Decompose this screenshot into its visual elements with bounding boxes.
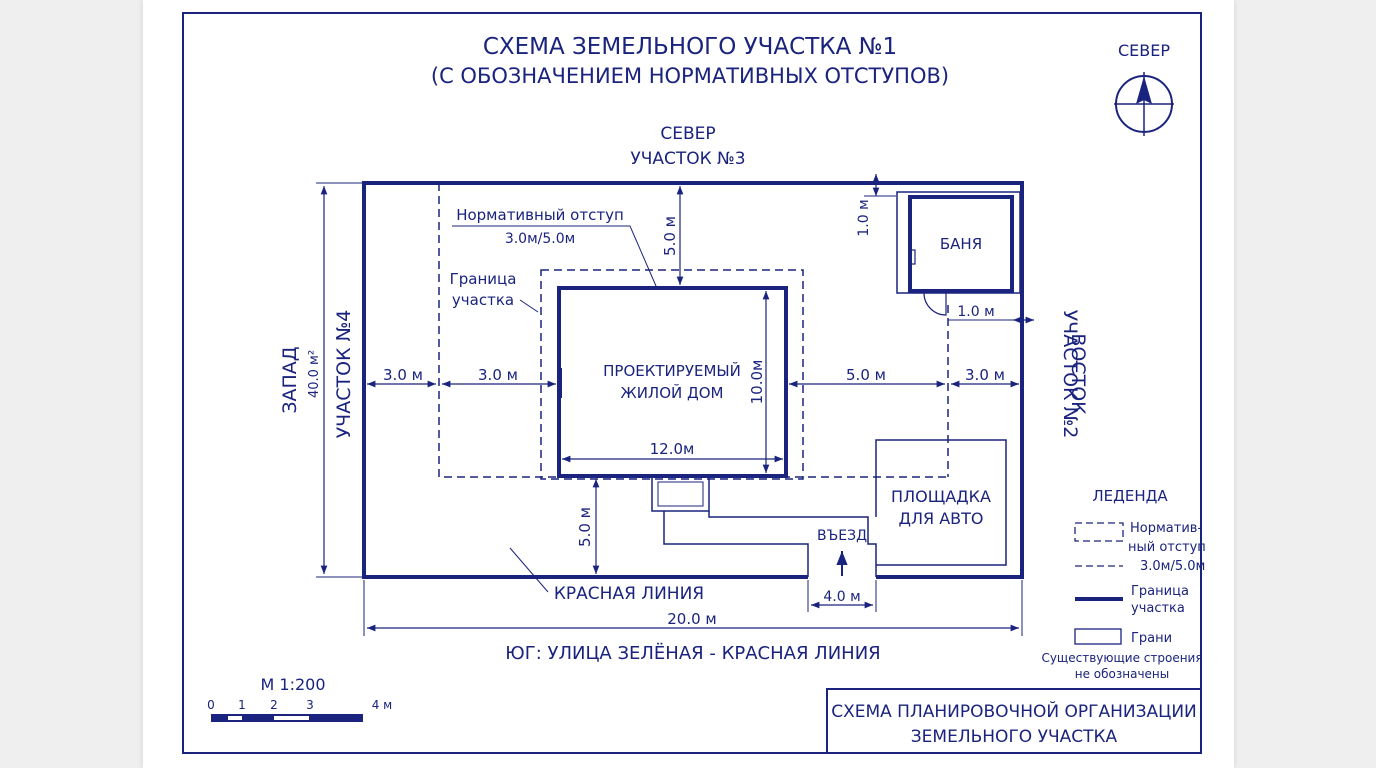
title-block-line-2: ЗЕМЕЛЬНОГО УЧАСТКА <box>911 727 1118 747</box>
dim-house-width-label: 12.0м <box>650 440 695 458</box>
dim-entry-width-label: 4.0 м <box>823 589 860 605</box>
boundary-callout-line-1: Граница <box>450 270 517 288</box>
house-label-line-1: ПРОЕКТИРУЕМЫЙ <box>603 361 741 380</box>
parking-label-line-2: ДЛЯ АВТО <box>898 509 983 528</box>
drawing-sheet: СХЕМА ЗЕМЕЛЬНОГО УЧАСТКА №1 (С ОБОЗНАЧЕН… <box>143 0 1234 768</box>
walkway-west <box>663 511 809 577</box>
legend-setback-symbol <box>1074 522 1124 542</box>
legend-setback-line-1: Норматив- <box>1130 521 1202 536</box>
legend-boundary-line-2: участка <box>1131 601 1185 616</box>
dim-east-setback-label: 3.0 м <box>965 366 1005 384</box>
legend-edges-symbol <box>1074 628 1122 645</box>
dim-house-east-gap-label: 5.0 м <box>846 366 886 384</box>
dim-plot-width-label: 20.0 м <box>667 610 716 628</box>
dim-house-depth-label: 10.0м <box>748 360 766 405</box>
legend-existing-line-2: не обозначены <box>1075 667 1170 681</box>
scale-tick-4: 4 м <box>372 698 393 712</box>
boundary-callout-leader <box>519 299 539 313</box>
dim-south-gap-label: 5.0 м <box>576 507 594 547</box>
porch <box>651 476 710 512</box>
scale-label: М 1:200 <box>261 675 326 694</box>
walkway-east <box>708 511 877 577</box>
legend-boundary-line-1: Граница <box>1131 584 1189 599</box>
east-plot-label: УЧАСТОК №2 <box>1059 310 1081 439</box>
dim-west-setback-label: 3.0 м <box>383 366 423 384</box>
scale-tick-0: 0 <box>207 698 215 712</box>
dim-house-west-gap-label: 3.0 м <box>478 366 518 384</box>
legend-existing-line-1: Существующие строения <box>1041 651 1202 665</box>
red-line-label: КРАСНАЯ ЛИНИЯ <box>554 584 704 604</box>
porch-step <box>657 481 704 507</box>
house-label-line-2: ЖИЛОЙ ДОМ <box>621 383 724 402</box>
setback-line <box>438 183 948 478</box>
north-arrow-icon <box>1114 72 1174 136</box>
setback-callout-line-2: 3.0м/5.0м <box>505 231 575 247</box>
legend-title: ЛЕДЕНДА <box>1092 487 1168 505</box>
bath-window <box>909 249 916 265</box>
west-area-label: 40.0 м² <box>307 350 322 398</box>
legend-edges-label: Грани <box>1131 631 1172 646</box>
south-street-label: ЮГ: УЛИЦА ЗЕЛЁНАЯ - КРАСНАЯ ЛИНИЯ <box>505 643 880 664</box>
sheet-frame <box>182 12 1202 754</box>
entry-label: ВЪЕЗД <box>817 528 867 544</box>
dim-north-gap-label: 5.0 м <box>661 216 679 256</box>
plot-boundary <box>362 181 1024 579</box>
scale-tick-3: 3 <box>306 698 314 712</box>
bath-label: БАНЯ <box>940 235 982 253</box>
west-plot-label: УЧАСТОК №4 <box>333 310 355 439</box>
east-side-label: ВОСТОК <box>1067 333 1089 415</box>
legend-setback-line-3: 3.0м/5.0м <box>1140 559 1205 574</box>
title-line-1: СХЕМА ЗЕМЕЛЬНОГО УЧАСТКА №1 <box>483 34 897 60</box>
setback-callout-line-1: Нормативный отступ <box>456 206 624 224</box>
parking-label-line-1: ПЛОЩАДКА <box>891 487 991 506</box>
legend-setback-line-2: ный отступ <box>1128 540 1206 555</box>
scale-bar <box>211 714 363 722</box>
title-block-line-1: СХЕМА ПЛАНИРОВОЧНОЙ ОРГАНИЗАЦИИ <box>831 700 1197 722</box>
west-side-label: ЗАПАД <box>279 346 301 413</box>
compass-label: СЕВЕР <box>1118 41 1170 60</box>
scale-tick-1: 1 <box>238 698 246 712</box>
site-plan-drawing: СХЕМА ЗЕМЕЛЬНОГО УЧАСТКА №1 (С ОБОЗНАЧЕН… <box>182 12 1206 754</box>
red-line-leader <box>509 547 549 593</box>
house-outline <box>557 286 788 478</box>
dim-bath-north-label: 1.0 м <box>856 199 872 236</box>
bath-door-swing <box>923 292 947 316</box>
title-line-2: (С ОБОЗНАЧЕНИЕМ НОРМАТИВНЫХ ОТСТУПОВ) <box>431 64 949 88</box>
title-block <box>826 688 1202 754</box>
house-setback-line <box>540 269 804 480</box>
dim-bath-east-label: 1.0 м <box>957 304 994 320</box>
boundary-callout-line-2: участка <box>452 291 514 309</box>
bath-outline <box>908 195 1014 293</box>
setback-callout-leader <box>452 225 657 287</box>
north-plot-label: УЧАСТОК №3 <box>630 149 745 169</box>
north-side-label: СЕВЕР <box>660 124 715 144</box>
parking-pad <box>875 439 1007 566</box>
scale-tick-2: 2 <box>270 698 278 712</box>
